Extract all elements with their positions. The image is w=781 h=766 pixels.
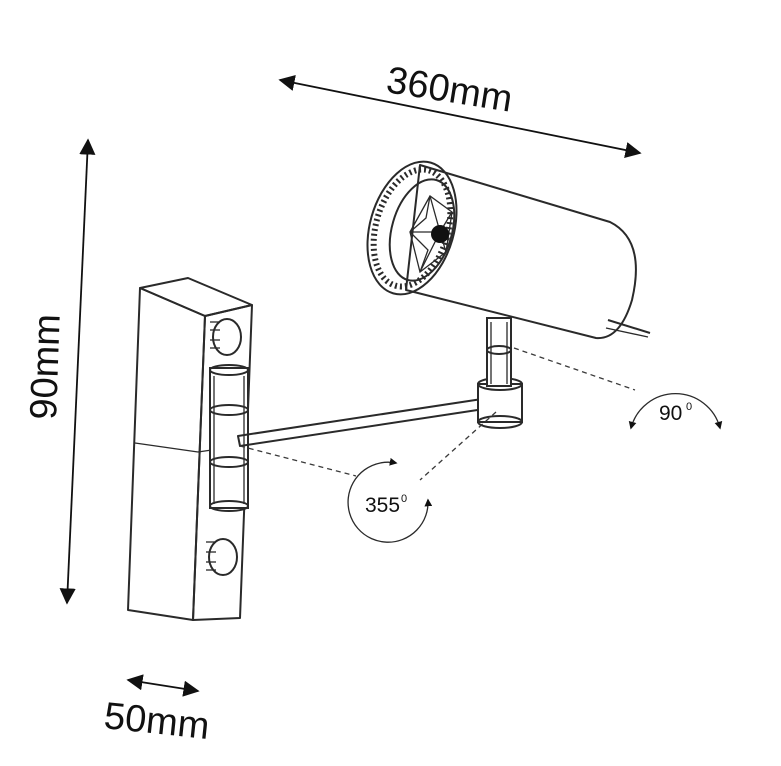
lamp-arm — [237, 398, 485, 447]
screw-top — [210, 318, 242, 356]
width-dimension: 360mm — [278, 59, 642, 159]
depth-arrow — [126, 674, 200, 697]
width-arrow — [278, 74, 642, 159]
depth-dimension: 50mm — [102, 674, 211, 748]
height-dimension: 90mm — [23, 138, 96, 605]
arm-rotation-dial: 355 0 — [347, 457, 433, 543]
arm-rotation-degree: 0 — [401, 493, 407, 505]
height-label: 90mm — [23, 313, 69, 420]
arm-rotation-guide: 355 0 — [239, 411, 497, 543]
width-label: 360mm — [384, 59, 516, 120]
lamp-head — [366, 160, 651, 340]
height-arrow — [59, 138, 96, 605]
wall-mount-block — [127, 277, 253, 621]
head-rotation-guide: 90 0 — [513, 347, 723, 430]
screw-bottom — [206, 538, 238, 576]
depth-label: 50mm — [102, 695, 211, 748]
head-rotation-value: 90 — [659, 402, 682, 425]
head-rotation-degree: 0 — [686, 401, 692, 413]
head-rotation-dial: 90 0 — [628, 393, 723, 430]
arm-rotation-value: 355 — [365, 494, 400, 517]
arm-hinge — [209, 364, 249, 512]
lens-reflector — [409, 195, 453, 274]
head-joint — [477, 317, 523, 429]
